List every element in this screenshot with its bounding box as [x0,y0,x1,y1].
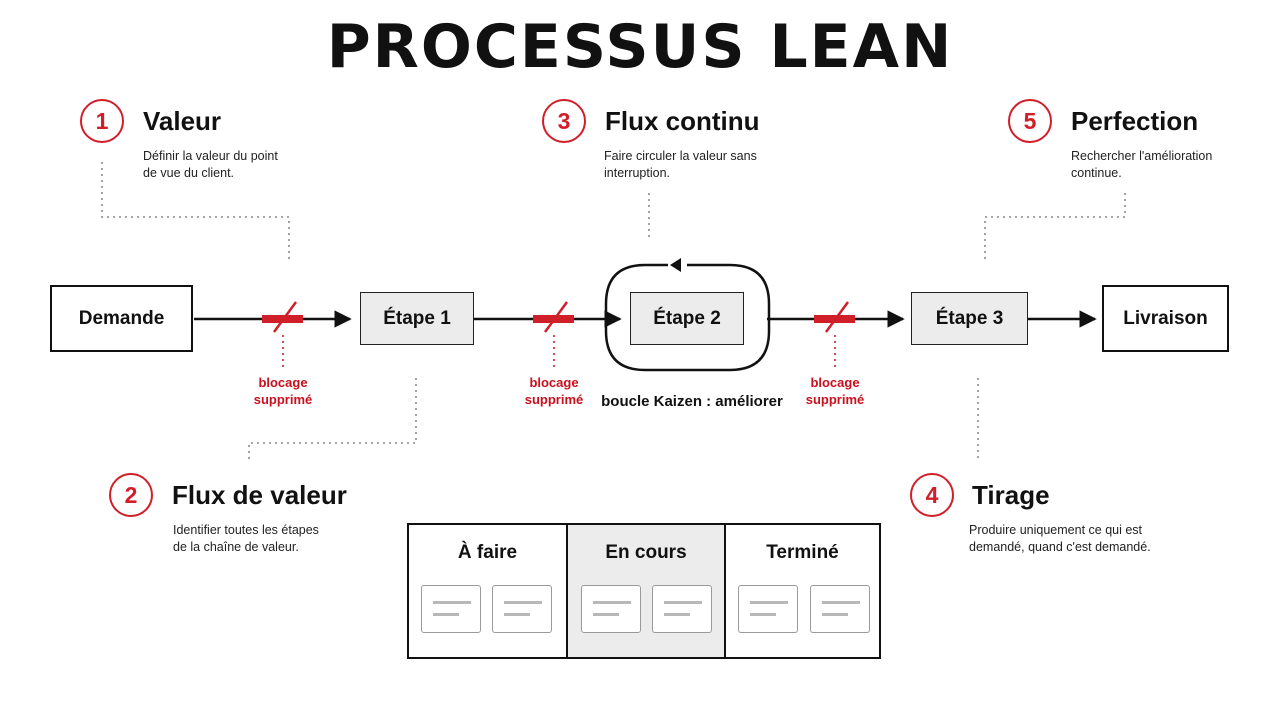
principle-2-description: Identifier toutes les étapes de la chaîn… [173,523,319,554]
principle-5-description: Rechercher l'amélioration continue. [1071,149,1213,180]
principle-4-badge: 4 [910,473,954,517]
step1-box: Étape 1 [360,292,474,345]
principle-1-description: Définir la valeur du point de vue du cli… [143,149,278,180]
kanban-column-in-progress: En cours [566,525,724,657]
kanban-card [492,585,552,633]
connector-valeur [101,162,290,262]
principle-1-badge: 1 [80,99,124,143]
kaizen-loop [604,258,771,372]
kanban-card [738,585,798,633]
kanban-board: À faire En cours Terminé [407,523,881,659]
kaizen-loop-label: boucle Kaizen : améliorer [601,393,783,410]
kanban-column-title: À faire [457,542,518,563]
kanban-card [652,585,712,633]
principle-5-title: Perfection [1071,106,1199,136]
blockage-label-3: blocage supprimé [805,375,865,407]
kanban-column-title: En cours [605,542,687,563]
principle-2-badge: 2 [109,473,153,517]
connector-flux-de-valeur [248,378,417,463]
blockage-label-2: blocage supprimé [524,375,584,407]
kanban-card [810,585,870,633]
blockage-marker-3 [814,301,855,368]
step3-box: Étape 3 [911,292,1028,345]
demand-box: Demande [50,285,193,352]
kanban-column-done: Terminé [724,525,879,657]
principle-4-description: Produire uniquement ce qui est demandé, … [969,523,1151,554]
principle-3-description: Faire circuler la valeur sans interrupti… [604,149,757,180]
blockage-marker-1 [262,301,303,368]
kanban-card [421,585,481,633]
principle-3-title: Flux continu [605,106,760,136]
blockage-label-1: blocage supprimé [253,375,313,407]
kanban-column-title: Terminé [766,542,839,563]
connector-perfection [984,193,1126,262]
principle-1-title: Valeur [143,106,222,136]
principle-5-badge: 5 [1008,99,1052,143]
principle-3-badge: 3 [542,99,586,143]
diagram-title: PROCESSUS LEAN [326,12,954,82]
kanban-column-todo: À faire [409,525,566,657]
principle-4-title: Tirage [972,480,1050,510]
kanban-card [581,585,641,633]
step2-box: Étape 2 [630,292,744,345]
principle-2-title: Flux de valeur [172,480,347,510]
delivery-box: Livraison [1102,285,1229,352]
blockage-marker-2 [533,301,574,368]
